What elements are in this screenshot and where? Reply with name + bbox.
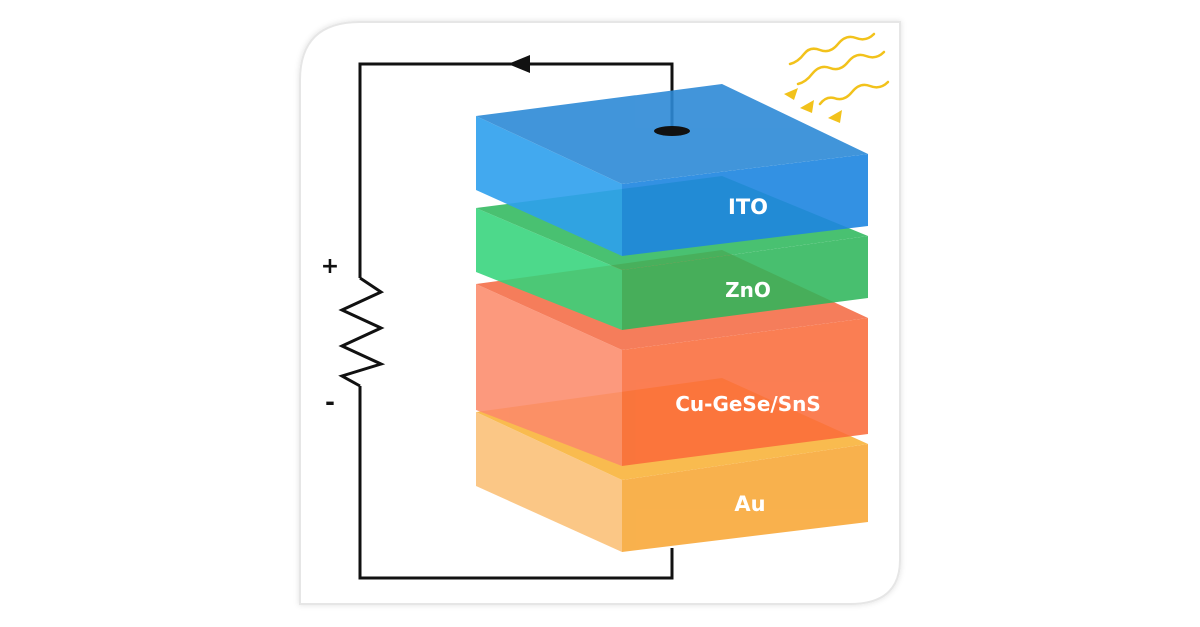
light-ray-1 (788, 32, 876, 66)
light-ray-2-arrowhead (800, 100, 814, 113)
layer-cugese-front (622, 318, 868, 466)
light-ray-1-arrowhead (784, 88, 798, 100)
top-contact (654, 126, 690, 136)
layer-zno-side (476, 208, 622, 330)
layer-ito-side (476, 116, 622, 256)
light-rays-icon (784, 32, 890, 123)
layer-label-zno: ZnO (725, 278, 771, 302)
light-ray-2 (796, 50, 886, 86)
resistor (338, 276, 386, 388)
layer-ito (476, 84, 868, 256)
layer-ito-front (622, 154, 868, 256)
layer-cugese-side (476, 284, 622, 466)
light-ray-3 (818, 80, 890, 106)
layer-zno-front (622, 236, 868, 330)
minus-label: - (325, 388, 335, 416)
plus-label: + (321, 254, 339, 279)
current-arrow (508, 55, 530, 73)
layer-label-au: Au (734, 492, 765, 516)
layer-au-side (476, 412, 622, 552)
layer-label-ito: ITO (728, 195, 768, 219)
layer-label-cugese: Cu-GeSe/SnS (675, 392, 821, 416)
light-ray-3-arrowhead (828, 110, 842, 123)
